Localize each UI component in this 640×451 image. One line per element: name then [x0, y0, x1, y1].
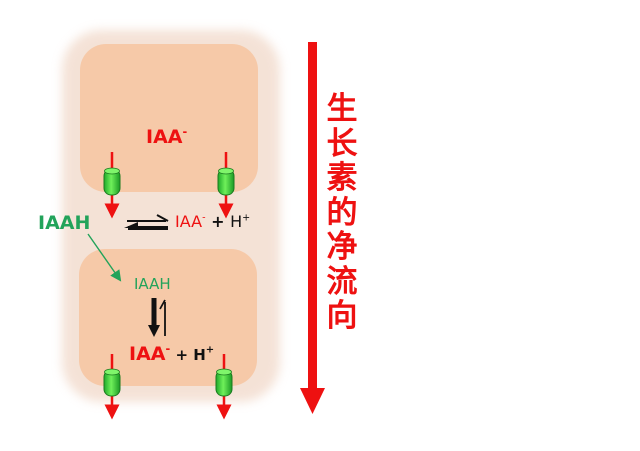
gap-iaah-label: IAAH	[38, 212, 91, 234]
net-flow-direction-label: 生 长 素 的 净 流 向	[326, 91, 358, 334]
efflux-carrier-upper-left	[103, 152, 121, 219]
efflux-carrier-upper-right	[217, 152, 235, 219]
cell-equilibrium-arrows	[148, 298, 166, 337]
gap-proton-label: H	[230, 212, 243, 231]
gap-iaa-charge: -	[202, 212, 206, 224]
net-flow-arrow	[300, 42, 325, 414]
iaah-diffusion-arrow	[87, 233, 122, 282]
upper-iaa-label: IAA-	[146, 124, 188, 148]
gap-equilibrium-arrows	[124, 214, 169, 230]
gap-iaa-label: IAA	[175, 212, 203, 231]
efflux-carrier-lower-right	[215, 354, 233, 420]
lower-iaah-label: IAAH	[134, 275, 171, 293]
lower-iaa-label: IAA	[129, 343, 166, 365]
upper-cell	[80, 44, 258, 192]
lower-proton-label: H	[193, 346, 206, 364]
lower-cell	[79, 249, 257, 386]
efflux-carrier-lower-left	[103, 354, 121, 420]
lower-dissociation-products: IAA- + H+	[129, 341, 215, 365]
gap-dissociation-products: IAA- + H+	[175, 212, 251, 231]
